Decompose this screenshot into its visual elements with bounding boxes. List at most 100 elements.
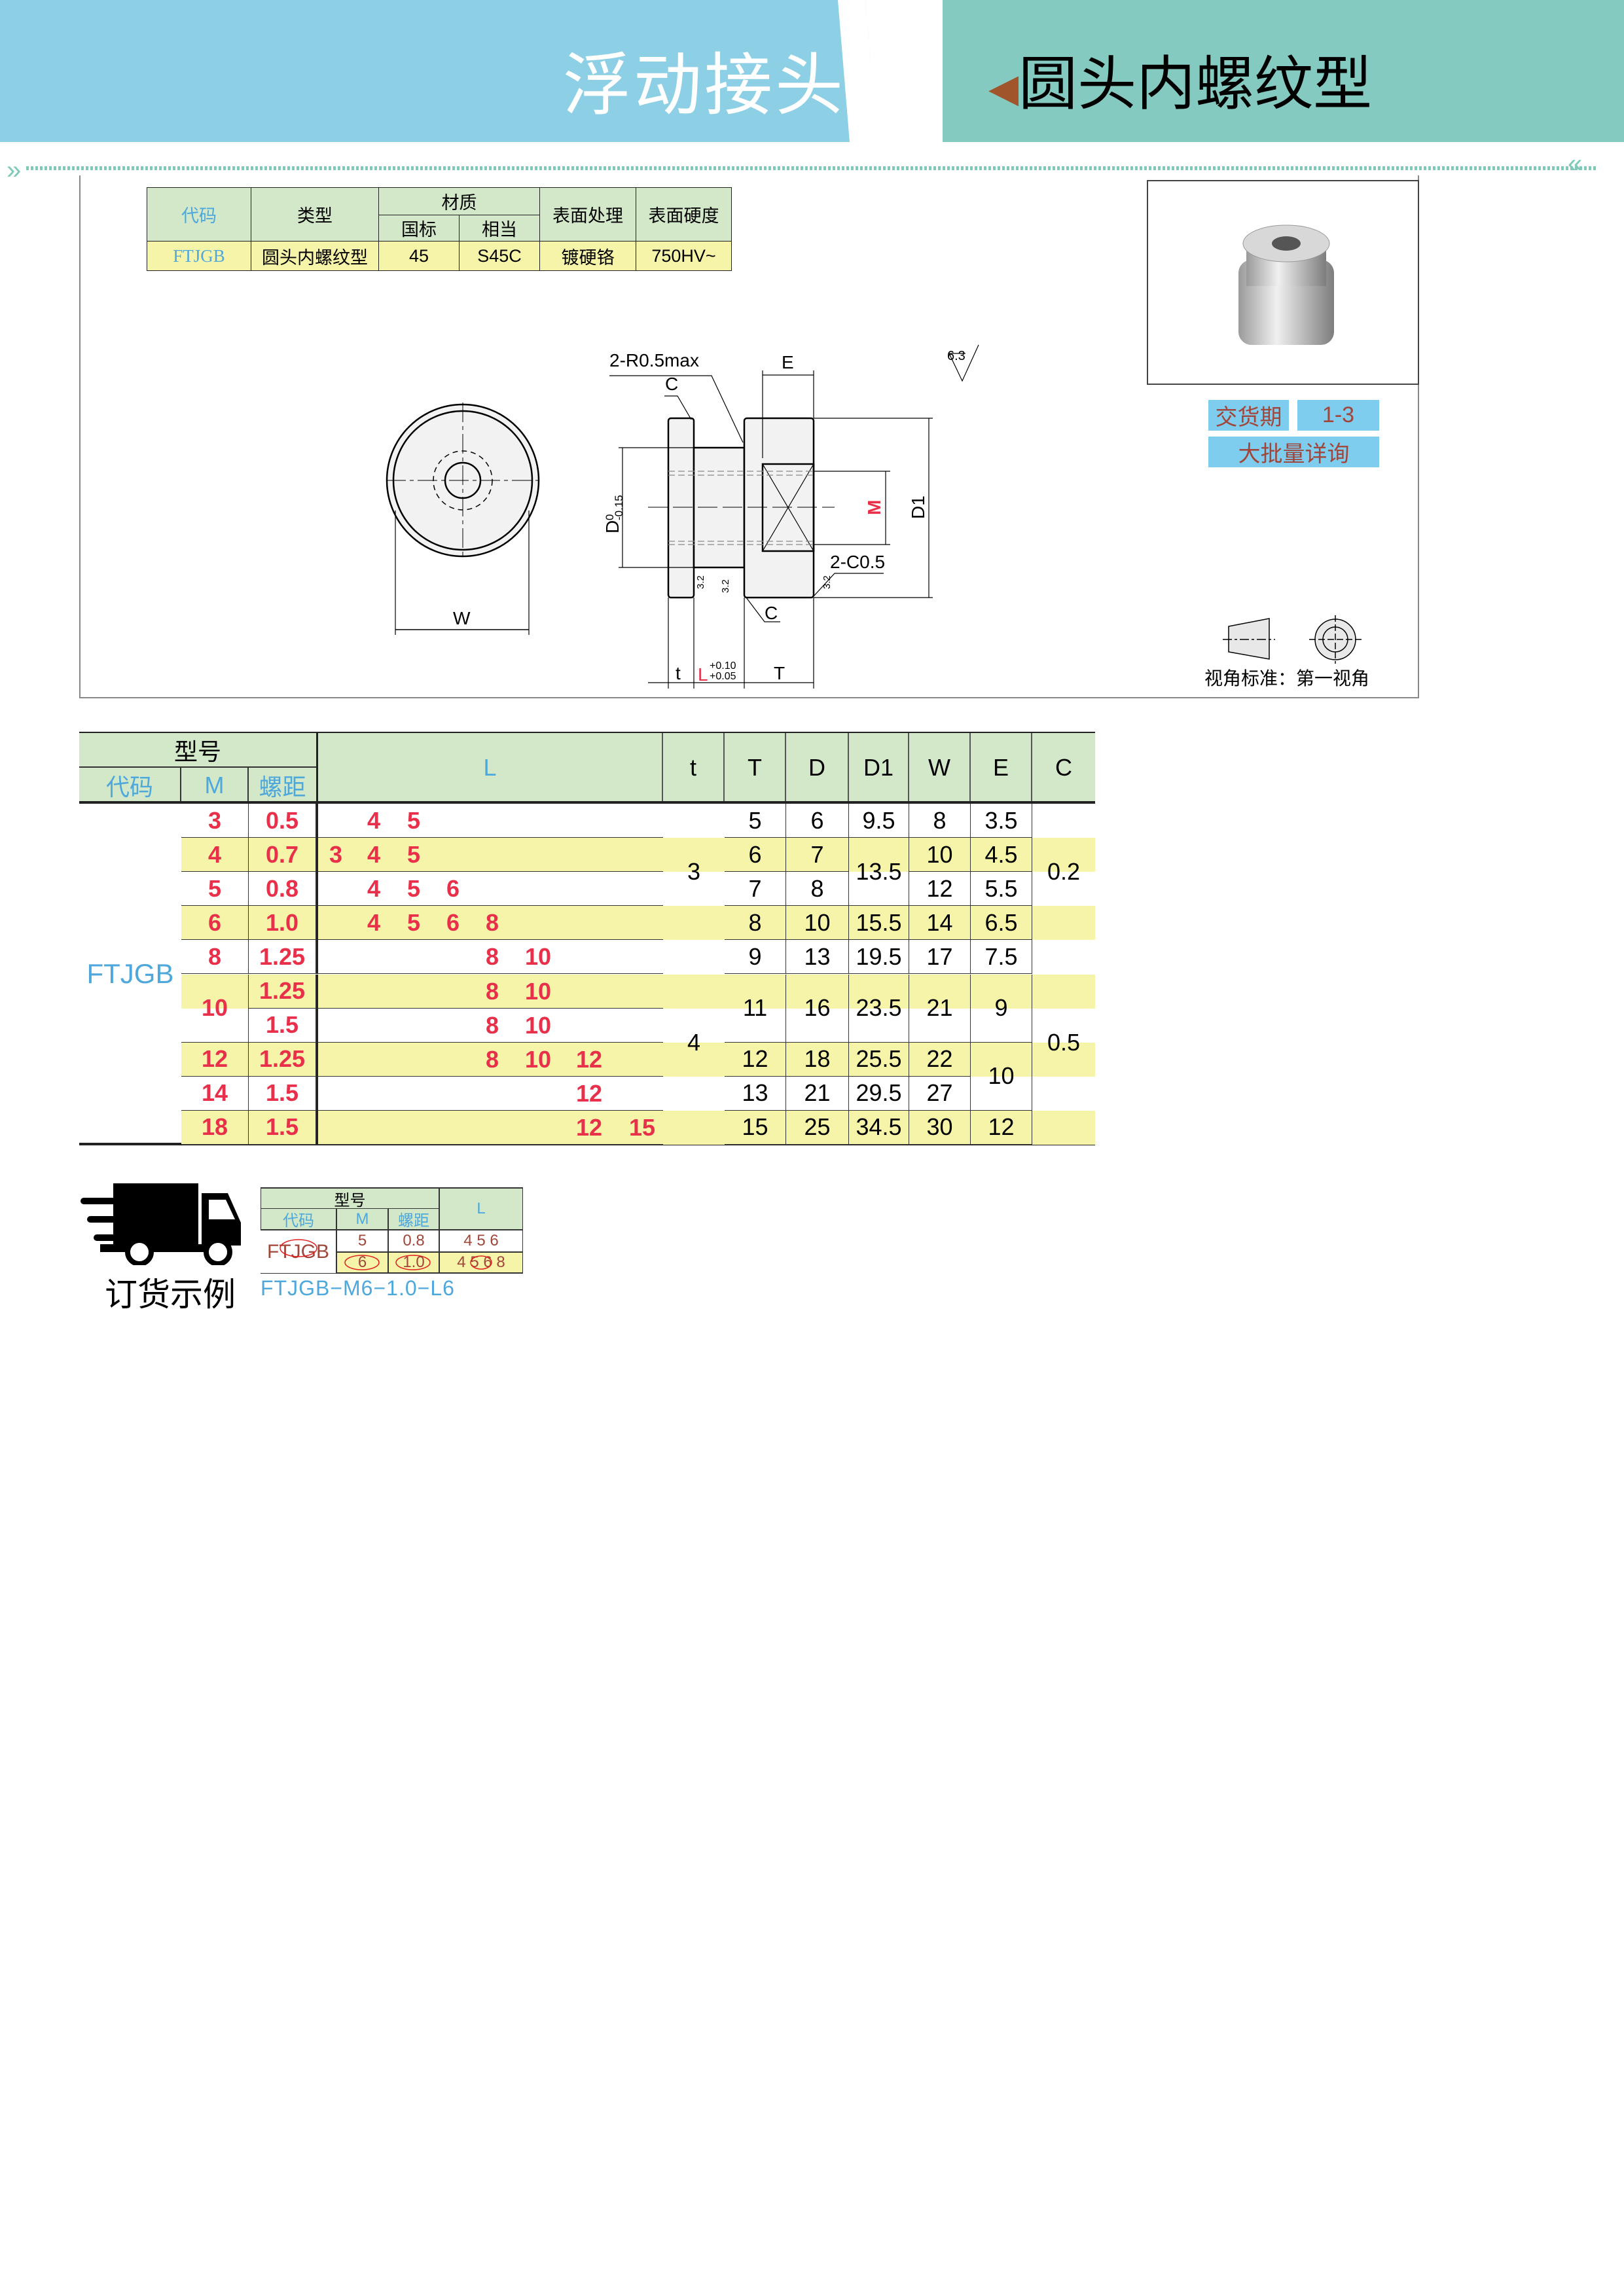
order-header-model: 型号: [261, 1187, 439, 1210]
cell-e: 6.5: [971, 906, 1032, 941]
cell-c: 0.2: [1047, 858, 1081, 886]
cell-pitch: 0.8: [249, 872, 316, 906]
cell-m: 10: [181, 974, 249, 1043]
cell-e: 7.5: [971, 940, 1032, 975]
product-photo: [1147, 180, 1419, 385]
l-value: 8: [485, 1045, 499, 1073]
cell-d1: 25.5: [849, 1042, 909, 1077]
cell-d1: 34.5: [849, 1110, 909, 1145]
label-roughness-3: 3.2: [821, 575, 833, 589]
l-value: 3: [329, 841, 343, 869]
cell-m: 8: [181, 940, 249, 975]
cell-pitch: 1.25: [249, 974, 316, 1009]
spec-header-code: 代码: [147, 187, 251, 242]
order-example-label: 订货示例: [105, 1276, 236, 1313]
cell-pitch: 1.25: [249, 1042, 316, 1077]
header-W: W: [909, 733, 971, 802]
triangle-marker-icon: ◀: [988, 66, 1019, 111]
first-angle-icon: [1223, 615, 1362, 664]
l-value: 15: [628, 1113, 656, 1141]
bulk-inquiry-badge: 大批量详询: [1208, 437, 1379, 467]
label-d1: D1: [908, 495, 928, 519]
cell-w: 22: [909, 1042, 971, 1077]
header-C: C: [1032, 733, 1095, 802]
order-header-pitch: 螺距: [388, 1208, 439, 1230]
cell-m: 6: [181, 906, 249, 941]
label-l-lower: +0.05: [710, 671, 736, 682]
cell-w: 30: [909, 1110, 971, 1145]
order-header-m: M: [336, 1208, 388, 1230]
cell-w: 12: [909, 872, 971, 906]
header-m: M: [181, 768, 249, 802]
row-stripe: [181, 838, 1095, 872]
front-view: [386, 403, 543, 635]
cell-pitch: 1.5: [249, 1076, 316, 1111]
cell-e: 5.5: [971, 872, 1032, 906]
product-image: [1238, 224, 1334, 345]
cell-t: 4: [687, 1028, 701, 1056]
label-d-upper: 0: [604, 514, 616, 520]
cell-t: 3: [687, 858, 701, 886]
label-T: T: [774, 663, 785, 683]
cell-d1: 15.5: [849, 906, 909, 941]
cell-w: 27: [909, 1076, 971, 1111]
l-value: 5: [406, 875, 421, 903]
order-result-code: FTJGB−M6−1.0−L6: [261, 1276, 455, 1300]
l-value: 8: [485, 1011, 499, 1039]
l-value: 4: [367, 875, 381, 903]
cell-t: 8: [725, 906, 786, 941]
spec-header-hardness: 表面硬度: [636, 187, 732, 242]
label-d: D: [602, 520, 623, 533]
spec-header-gb: 国标: [378, 215, 460, 242]
cell-t: 9: [725, 940, 786, 975]
selection-circles: [280, 1239, 492, 1270]
cell-c: 0.5: [1047, 1028, 1081, 1056]
cell-w: 8: [909, 804, 971, 838]
cell-pitch: 1.5: [249, 1110, 316, 1145]
row-stripe: [181, 1110, 1095, 1145]
l-value: 6: [446, 875, 460, 903]
spec-equiv: S45C: [459, 241, 540, 271]
l-value: 10: [524, 943, 552, 971]
l-value: 5: [406, 841, 421, 869]
header-stripes: [838, 0, 916, 142]
cell-t: 13: [725, 1076, 786, 1111]
l-value: 4: [367, 909, 381, 937]
cell-w: 10: [909, 838, 971, 872]
l-value: 5: [406, 807, 421, 834]
cell-d: 18: [786, 1042, 849, 1077]
header-l: L: [316, 733, 663, 802]
label-t: t: [676, 663, 681, 683]
order-l-2: 4 5 6 8: [439, 1252, 523, 1274]
spec-header-equiv: 相当: [459, 215, 540, 242]
cell-d: 25: [786, 1110, 849, 1145]
dotted-divider: [26, 166, 1597, 170]
cell-d: 13: [786, 940, 849, 975]
cell-d1: 19.5: [849, 940, 909, 975]
spec-header-material: 材质: [378, 187, 540, 215]
order-m-1: 5: [336, 1230, 388, 1252]
row-stripe: [181, 1042, 1095, 1077]
cell-e: 4.5: [971, 838, 1032, 872]
label-c05: 2-C0.5: [830, 552, 885, 572]
spec-gb: 45: [378, 241, 460, 271]
cell-pitch: 0.5: [249, 804, 316, 838]
l-value: 4: [367, 841, 381, 869]
chevron-left-icon: «: [1568, 149, 1583, 178]
code-cell: FTJGB: [86, 958, 174, 989]
cell-l: 12: [316, 1076, 663, 1111]
spec-hardness: 750HV~: [636, 241, 732, 271]
cell-t: 15: [725, 1110, 786, 1145]
spec-type: 圆头内螺纹型: [251, 241, 379, 271]
cell-e: 3.5: [971, 804, 1032, 838]
label-l: L: [698, 664, 708, 685]
label-l-upper: +0.10: [710, 660, 736, 672]
label-d-lower: -0.15: [613, 495, 625, 520]
l-value: 10: [524, 1045, 552, 1073]
order-header-l: L: [439, 1187, 523, 1230]
cell-d: 21: [786, 1076, 849, 1111]
label-roughness: 6.3: [947, 349, 965, 363]
